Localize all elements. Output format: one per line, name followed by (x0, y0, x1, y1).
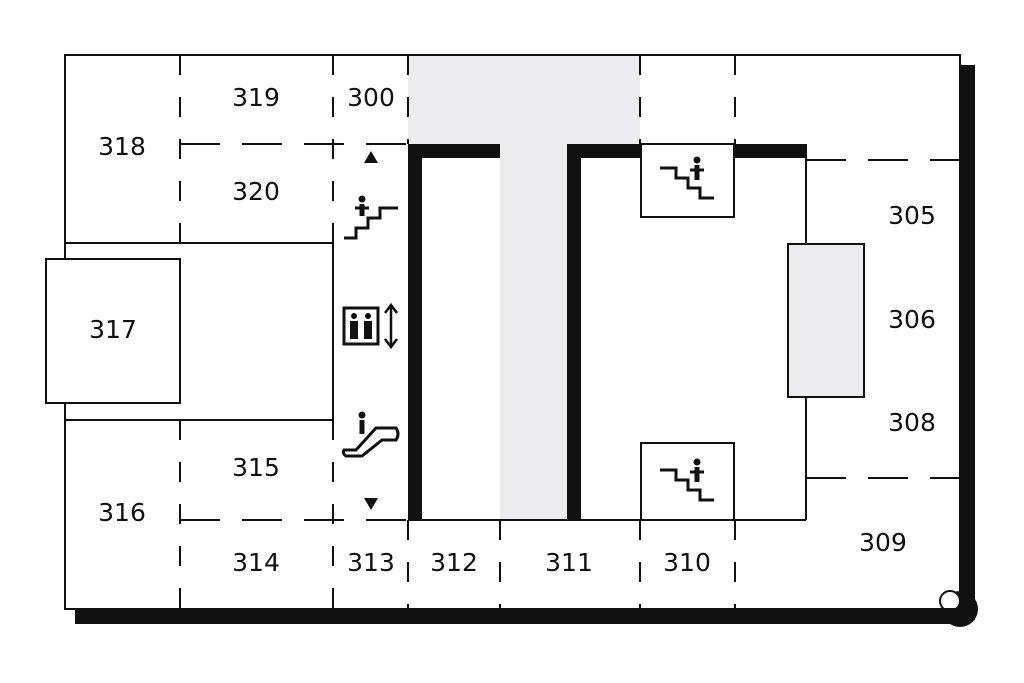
room-label-318[interactable]: 318 (98, 132, 146, 161)
room-label-306[interactable]: 306 (888, 305, 936, 334)
arrow-up-icon (364, 151, 378, 163)
room-label-316[interactable]: 316 (98, 498, 146, 527)
core-walls (408, 144, 807, 520)
room-label-312[interactable]: 312 (430, 548, 478, 577)
room-label-313[interactable]: 313 (347, 548, 395, 577)
escalator-icon (341, 411, 400, 458)
room-label-317[interactable]: 317 (89, 315, 137, 344)
room-label-310[interactable]: 310 (663, 548, 711, 577)
room-306-core (787, 243, 865, 398)
room-label-300[interactable]: 300 (347, 83, 395, 112)
room-label-319[interactable]: 319 (232, 83, 280, 112)
room-317-box (45, 258, 181, 404)
room-label-315[interactable]: 315 (232, 453, 280, 482)
room-label-320[interactable]: 320 (232, 177, 280, 206)
stairs-down-icon (660, 156, 714, 200)
elevator-icon (342, 302, 398, 350)
room-labels: 300 305 306 308 309 310 311 312 313 314 … (89, 83, 936, 577)
interior-walls (65, 55, 960, 609)
room-label-308[interactable]: 308 (888, 408, 936, 437)
stairs-down-icon (660, 458, 714, 502)
stairs-up-icon (344, 195, 398, 240)
room-label-314[interactable]: 314 (232, 548, 280, 577)
room-label-305[interactable]: 305 (888, 201, 936, 230)
room-label-309[interactable]: 309 (859, 528, 907, 557)
room-label-311[interactable]: 311 (545, 548, 593, 577)
arrow-down-icon (364, 498, 378, 510)
